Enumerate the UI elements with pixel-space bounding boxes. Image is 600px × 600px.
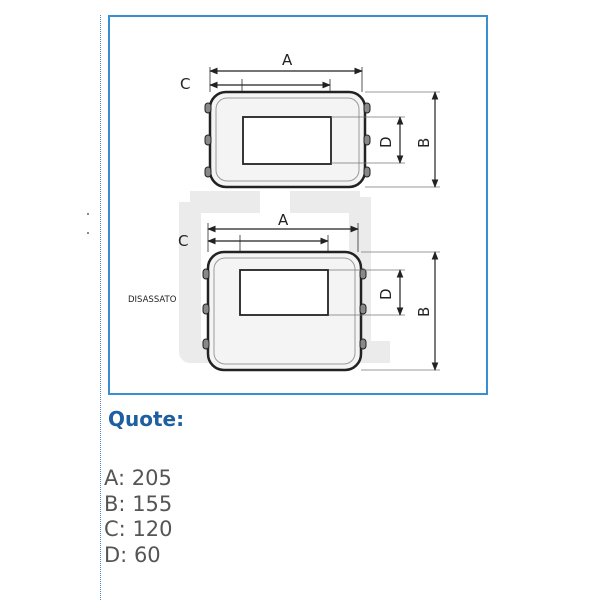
- bottom-dim-d-label: D: [377, 288, 395, 300]
- diagram-frame: A C D B A C D B DISASSATO: [108, 15, 488, 395]
- quote-item: C: 120: [104, 517, 173, 541]
- quote-key: C: [104, 517, 119, 541]
- bottom-dim-c-label: C: [178, 232, 188, 250]
- quote-list: A: 205 B: 155 C: 120 D: 60: [104, 466, 173, 568]
- enclosure-bottom: [202, 223, 440, 372]
- top-dim-d-label: D: [377, 136, 395, 148]
- stray-dot: [87, 213, 89, 215]
- quote-key: B: [104, 491, 119, 516]
- stray-dot: [87, 232, 89, 234]
- top-dim-b-label: B: [415, 138, 433, 148]
- quote-heading: Quote:: [108, 407, 185, 431]
- dotted-separator: [100, 15, 101, 600]
- quote-item: A: 205: [104, 466, 172, 490]
- dimension-drawing: A C D B A C D B DISASSATO: [128, 51, 440, 372]
- quote-value: 205: [131, 466, 172, 490]
- quote-key: D: [104, 542, 121, 567]
- quote-value: 60: [133, 542, 161, 567]
- top-dim-c-label: C: [180, 75, 190, 93]
- quote-value: 120: [132, 517, 173, 541]
- enclosure-top: [204, 67, 440, 189]
- quote-item: D: 60: [104, 542, 161, 567]
- disassato-caption: DISASSATO: [128, 295, 177, 305]
- top-dim-a-label: A: [282, 51, 293, 69]
- quote-key: A: [104, 466, 118, 490]
- quote-value: 155: [132, 491, 173, 516]
- bottom-dim-b-label: B: [415, 307, 433, 317]
- bottom-dim-a-label: A: [278, 211, 289, 229]
- quote-item: B: 155: [104, 491, 173, 516]
